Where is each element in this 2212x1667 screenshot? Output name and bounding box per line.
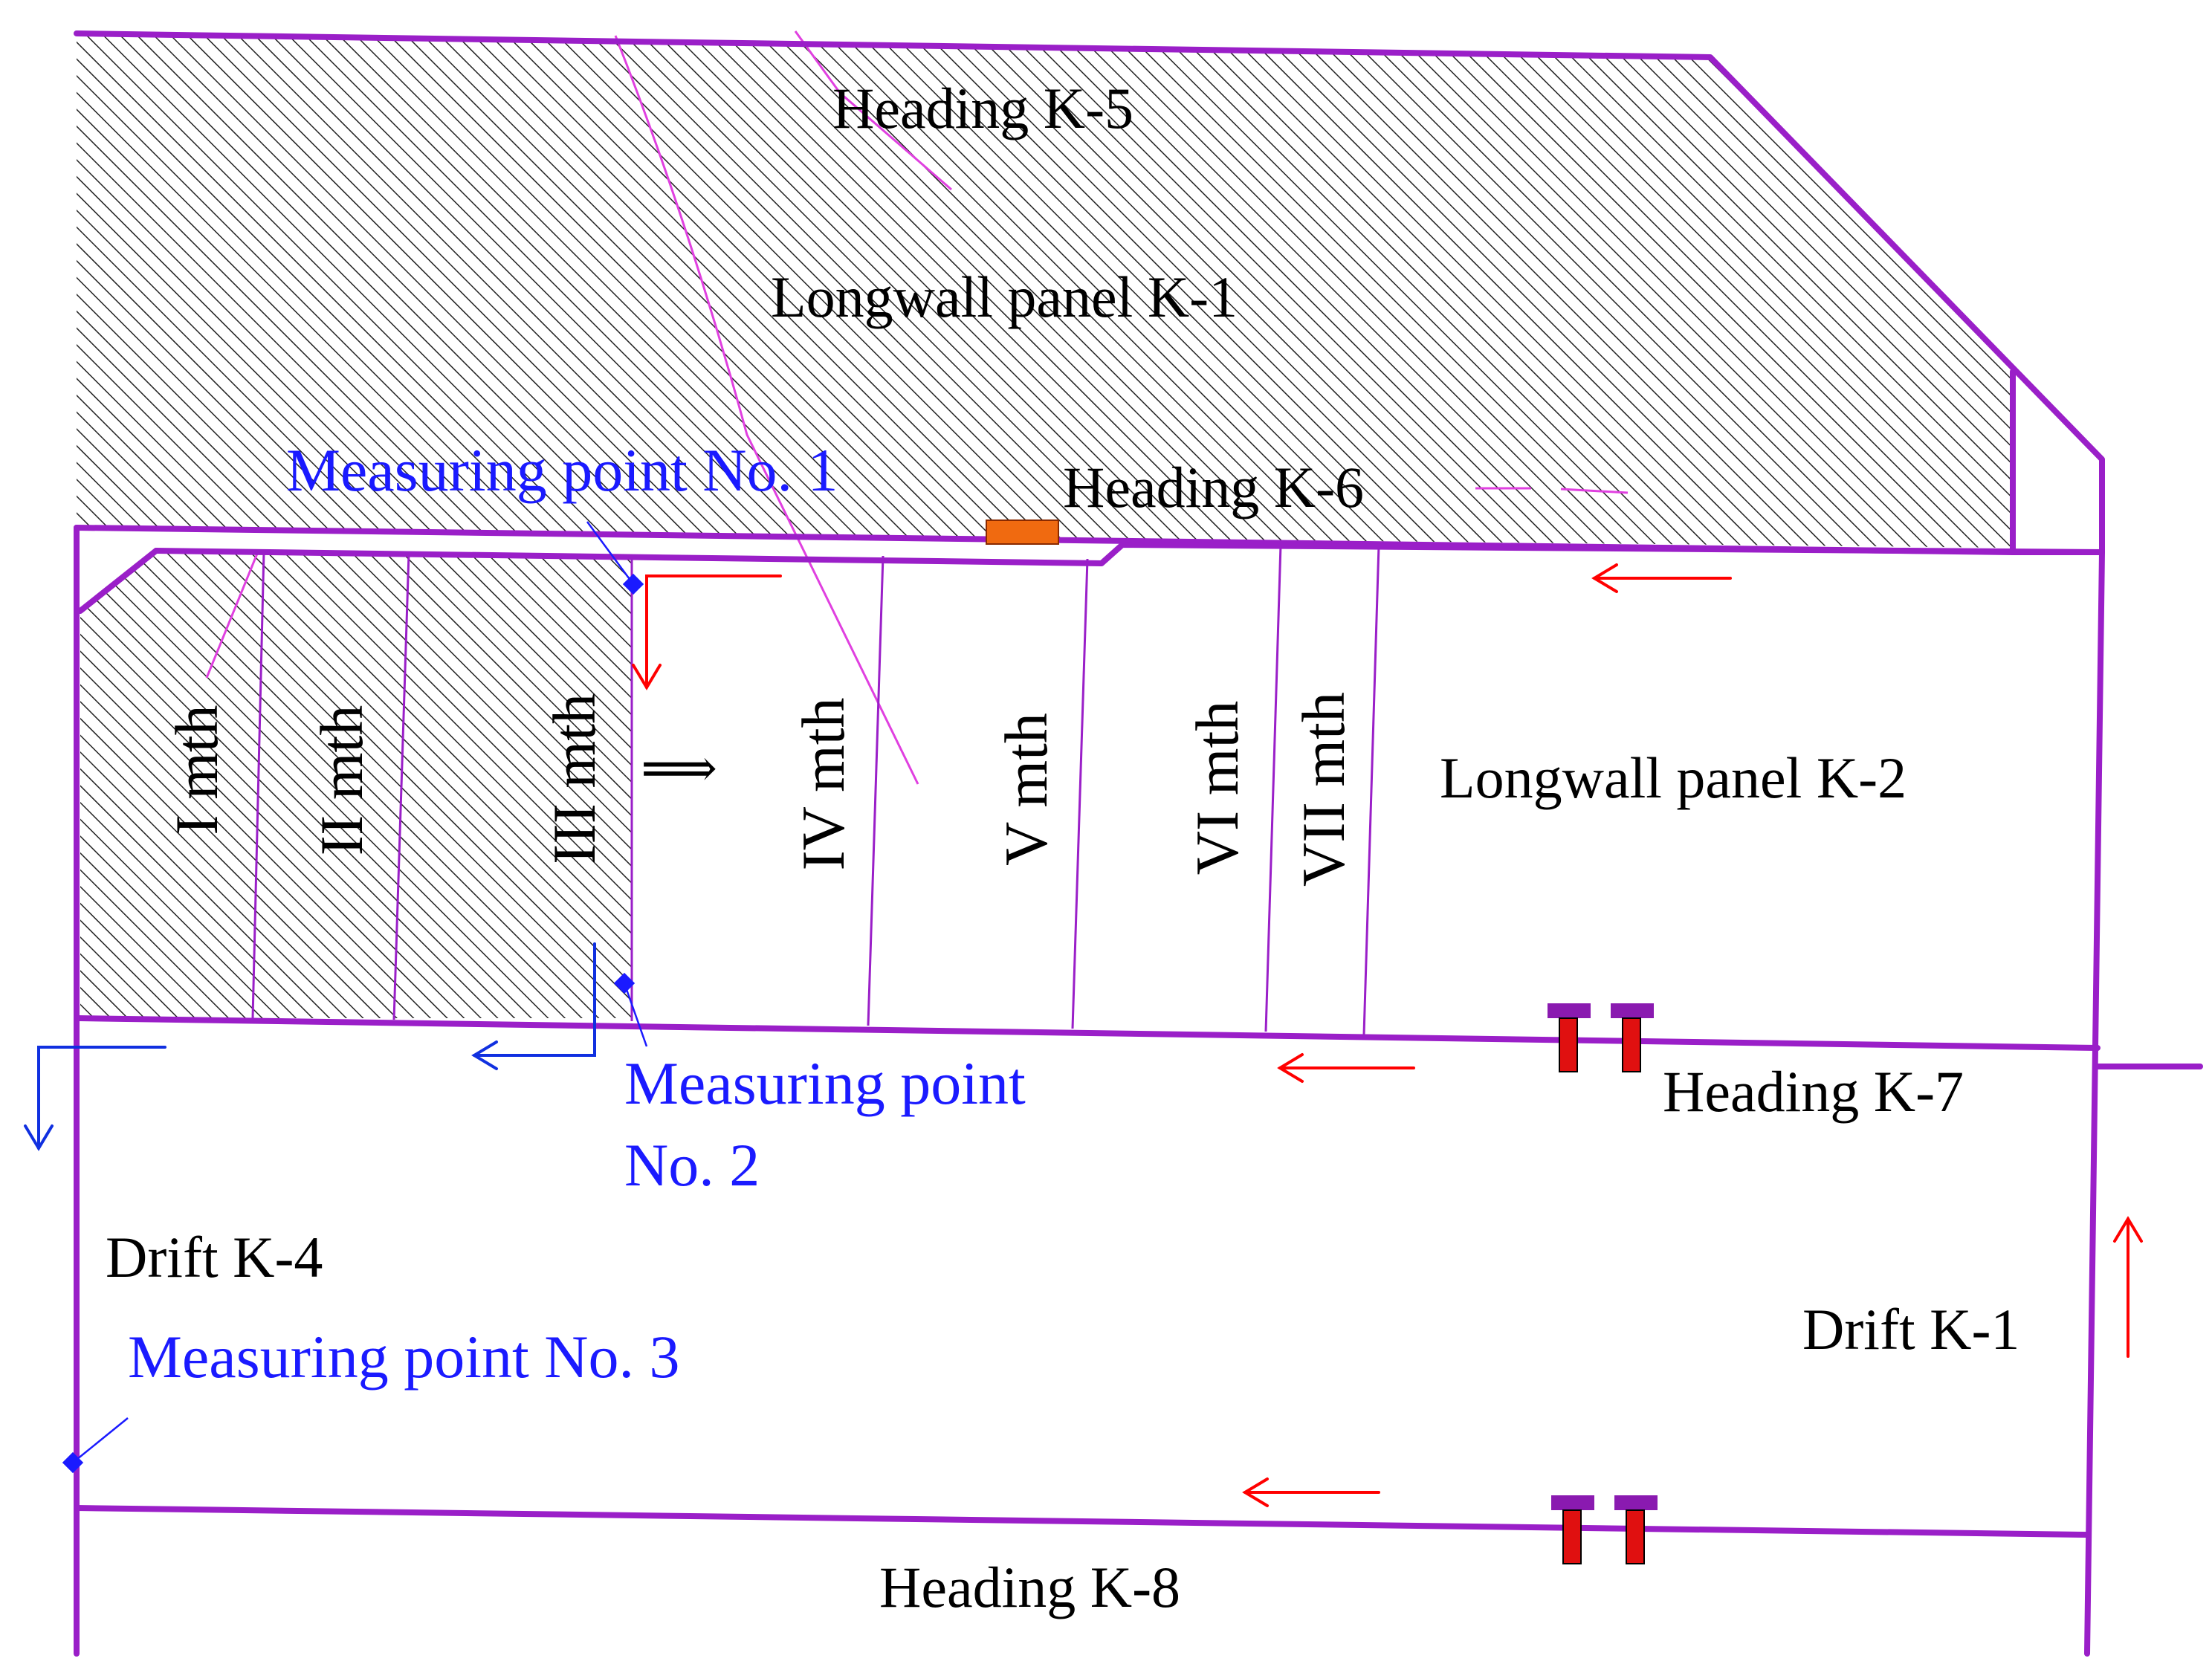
label-month-3: III mth <box>540 693 608 864</box>
label-heading-k8: Heading K-8 <box>879 1555 1180 1619</box>
label-month-1: I mth <box>163 705 230 835</box>
month-labels: I mth II mth III mth IV mth V mth VI mth… <box>163 692 1357 887</box>
label-drift-k1: Drift K-1 <box>1802 1297 2019 1362</box>
area-labels: Heading K-5 Longwall panel K-1 Heading K… <box>106 76 2019 1619</box>
measuring-point-2-marker <box>613 972 648 1047</box>
outline-k2-left-top <box>77 548 159 614</box>
return-arrow-face <box>471 942 596 1070</box>
return-arrows <box>24 942 596 1151</box>
ventilation-doors-k7 <box>1548 1003 1654 1072</box>
intake-arrow-face <box>632 574 782 690</box>
intake-arrows <box>632 563 2143 1507</box>
heading-k6-obstruction <box>986 519 1059 545</box>
intake-arrow-heading-k7 <box>1277 1053 1415 1083</box>
face-advance-symbol: ⟹ <box>641 739 717 798</box>
month-lines <box>251 544 1380 1035</box>
label-month-5: V mth <box>992 713 1060 866</box>
heading-k7-line <box>74 1015 2101 1051</box>
measuring-point-labels: Measuring point No. 1 Measuring point No… <box>128 436 1026 1391</box>
label-heading-k6: Heading K-6 <box>1063 455 1364 519</box>
fault-lines <box>205 30 1629 785</box>
intake-arrow-heading-k8 <box>1242 1477 1380 1507</box>
heading-k8-line <box>74 1505 2090 1538</box>
intake-arrow-heading-k6 <box>1591 563 1732 593</box>
label-longwall-k2: Longwall panel K-2 <box>1440 745 1907 810</box>
goaf-longwall-k2-mined <box>80 551 632 1018</box>
heading-k6-line <box>153 542 2105 566</box>
label-month-6: VI mth <box>1183 701 1251 875</box>
goaf-longwall-k1 <box>77 31 2013 548</box>
label-heading-k5: Heading K-5 <box>832 76 1134 140</box>
fault-line-right <box>1475 487 1629 494</box>
measuring-points <box>62 521 648 1474</box>
label-drift-k4: Drift K-4 <box>106 1225 323 1289</box>
fault-line-left <box>205 549 260 679</box>
label-measuring-point-3: Measuring point No. 3 <box>128 1323 679 1391</box>
return-arrow-drift-k4 <box>24 1046 166 1151</box>
intake-arrow-drift-k1 <box>2113 1216 2143 1358</box>
label-month-4: IV mth <box>789 697 857 870</box>
measuring-point-1-marker <box>586 521 644 595</box>
outline-right-wall <box>2084 549 2105 1657</box>
label-longwall-k1: Longwall panel K-1 <box>771 265 1238 329</box>
label-measuring-point-2-line1: Measuring point <box>624 1049 1026 1117</box>
fault-line-upper <box>794 30 952 191</box>
label-month-2: II mth <box>308 705 375 856</box>
measuring-point-3-marker <box>62 1417 129 1474</box>
fault-line-main <box>614 35 919 785</box>
label-month-7: VII mth <box>1290 692 1357 887</box>
label-measuring-point-1: Measuring point No. 1 <box>286 436 838 504</box>
label-heading-k7: Heading K-7 <box>1663 1059 1964 1124</box>
ventilation-doors-k8 <box>1551 1495 1658 1564</box>
label-measuring-point-2-line2: No. 2 <box>624 1131 760 1199</box>
